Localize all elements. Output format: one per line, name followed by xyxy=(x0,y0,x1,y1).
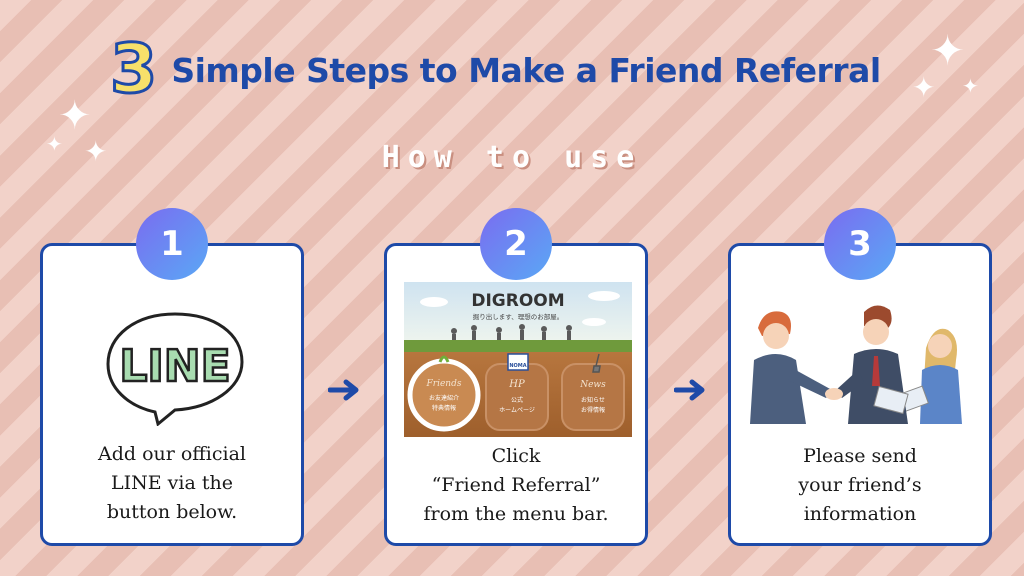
step-badge-1: 1 xyxy=(136,208,208,280)
menu-friends-jp1: お友達紹介 xyxy=(429,394,459,402)
menu-friends-script: Friends xyxy=(426,379,462,389)
step-3-description: Please send your friend’s information xyxy=(731,442,989,529)
step-badge-2: 2 xyxy=(480,208,552,280)
line-logo-icon: LINE xyxy=(106,312,244,426)
sparkle-icon: ✦ xyxy=(58,93,92,139)
sparkle-icon: ✦ xyxy=(84,135,108,168)
step-3-line-3: information xyxy=(803,503,917,525)
step-card-1: 1 LINE Add our official LINE via the but… xyxy=(40,208,304,546)
digroom-tagline: 掘り出します、理想のお部屋。 xyxy=(473,312,563,321)
menu-friends-jp2: 特典情報 xyxy=(432,404,456,412)
menu-news-jp2: お得情報 xyxy=(581,406,605,414)
title-number: 3 xyxy=(108,30,158,109)
step-2-line-1: Click xyxy=(491,445,541,467)
noma-badge: NOMA xyxy=(509,363,526,369)
sparkle-icon: ✦ xyxy=(962,74,979,98)
sparkle-icon: ✦ xyxy=(912,71,936,104)
menu-hp-jp2: ホームページ xyxy=(499,407,535,414)
step-2-description: Click “Friend Referral” from the menu ba… xyxy=(387,442,645,529)
digroom-brand: DIGROOM xyxy=(471,291,564,311)
digroom-menu-screenshot: DIGROOM 掘り出します、理想のお部屋。 Friends お友達紹介 特典情… xyxy=(404,282,632,437)
menu-hp-script: HP xyxy=(508,379,525,390)
menu-news-script: News xyxy=(579,380,606,390)
sparkle-icon: ✦ xyxy=(46,132,63,156)
page-title: 3 Simple Steps to Make a Friend Referral xyxy=(108,30,881,110)
step-1-description: Add our official LINE via the button bel… xyxy=(43,440,301,527)
step-2-line-2: “Friend Referral” xyxy=(431,474,601,496)
menu-news-jp1: お知らせ xyxy=(581,396,605,404)
arrow-right-icon xyxy=(674,379,705,401)
step-1-line-2: LINE via the xyxy=(111,472,233,494)
how-to-use-heading: How to use xyxy=(381,140,643,175)
menu-hp-jp1: 公式 xyxy=(511,396,523,404)
sparkle-icon: ✦ xyxy=(930,26,966,75)
step-badge-3: 3 xyxy=(824,208,896,280)
step-1-line-3: button below. xyxy=(106,501,238,523)
step-card-2: 2 DIGROOM 掘り出します、理想のお部屋。 Friends xyxy=(384,208,648,546)
title-text: Simple Steps to Make a Friend Referral xyxy=(171,50,881,90)
step-card-3: 3 Please send your friend’s information xyxy=(728,208,992,546)
step-2-line-3: from the menu bar. xyxy=(423,503,609,525)
step-3-line-2: your friend’s xyxy=(798,474,922,496)
step-1-line-1: Add our official xyxy=(97,443,247,465)
step-3-line-1: Please send xyxy=(803,445,917,467)
handshake-illustration xyxy=(750,305,962,424)
line-logo-text: LINE xyxy=(119,341,230,392)
arrow-right-icon xyxy=(328,379,359,401)
